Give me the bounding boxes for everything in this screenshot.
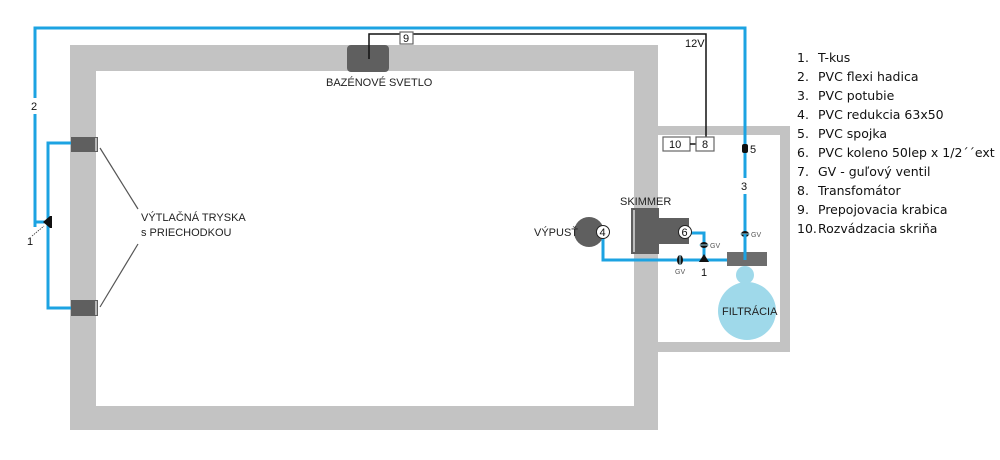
legend-item: 10.Rozvádzacia skriňa [797, 221, 938, 236]
filtration-label: FILTRÁCIA [722, 305, 778, 318]
drain-label: VÝPUSŤ [534, 226, 578, 239]
junction-box-marker: 9 [403, 33, 409, 45]
legend-item: 8.Transfomátor [797, 183, 901, 198]
legend-item: 7.GV - guľový ventil [797, 164, 931, 179]
drain [574, 217, 604, 247]
flexi-hose [33, 26, 747, 258]
jet-label-line2: s PRIECHODKOU [141, 227, 232, 239]
junction-box [399, 31, 414, 45]
jet-top [71, 137, 98, 152]
skimmer [631, 208, 689, 254]
voltage-label: 12V [685, 38, 705, 50]
pipe-marker: 3 [741, 181, 747, 193]
hose-marker: 2 [31, 101, 37, 113]
light-wire [368, 33, 707, 137]
ball-valve-drain[interactable] [677, 255, 683, 265]
legend-item: 1.T-kus [797, 50, 851, 65]
legend-item: 3.PVC potubie [797, 88, 895, 103]
transformer-marker: 8 [702, 139, 708, 151]
filter-valve-head [727, 252, 767, 266]
valve-label-skimmer: GV [710, 243, 720, 250]
drain-pipe [601, 233, 727, 262]
valve-label-return: GV [751, 232, 761, 239]
jet-bottom [71, 300, 98, 316]
valve-label-drain: GV [675, 269, 685, 276]
switchboard-marker: 10 [669, 139, 681, 151]
reducer-marker-circle [596, 225, 610, 239]
skimmer-label: SKIMMER [620, 196, 671, 208]
filter-neck [736, 266, 754, 284]
tee-left-marker: 1 [27, 236, 33, 248]
pool-light-label: BAZÉNOVÉ SVETLO [326, 76, 433, 89]
legend: 1.T-kus 2.PVC flexi hadica 3.PVC potubie… [797, 48, 995, 238]
elbow-marker: 6 [682, 227, 688, 239]
skimmer-pipe [686, 231, 706, 260]
elbow-marker-circle [678, 225, 692, 239]
filtration-tank [718, 282, 776, 340]
legend-item: 4.PVC redukcia 63x50 [797, 107, 944, 122]
coupler-marker: 5 [750, 144, 756, 156]
reducer-marker: 4 [600, 227, 606, 239]
coupler-icon [742, 144, 748, 153]
legend-item: 2.PVC flexi hadica [797, 69, 919, 84]
pool-light [347, 45, 389, 72]
ball-valve-skimmer[interactable] [699, 242, 709, 248]
tee-right-icon [699, 254, 709, 262]
tee-right-marker: 1 [701, 267, 707, 279]
legend-item: 6.PVC koleno 50lep x 1/2´´ext [797, 145, 995, 160]
legend-item: 9.Prepojovacia krabica [797, 202, 948, 217]
legend-item: 5.PVC spojka [797, 126, 888, 141]
transformer [695, 136, 715, 152]
jet-label-line1: VÝTLAČNÁ TRYSKA [141, 211, 246, 224]
tee-left-icon [43, 216, 52, 228]
